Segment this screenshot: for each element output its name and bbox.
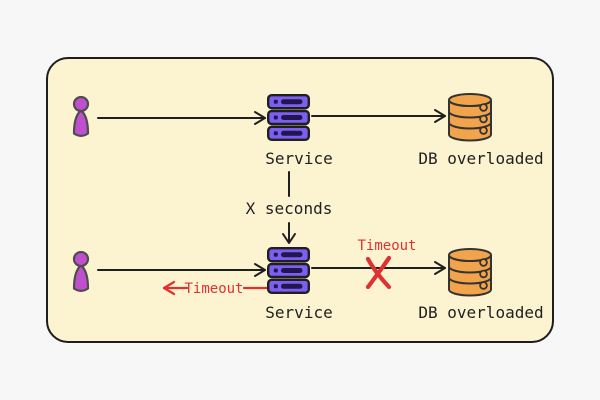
- service-label-top: Service: [265, 149, 332, 168]
- x-seconds-label: X seconds: [246, 199, 333, 218]
- user-icon-top: [72, 96, 90, 137]
- database-icon-bottom: [448, 248, 492, 297]
- service-db-arrowhead-bottom: [434, 261, 446, 275]
- database-icon-top: [448, 93, 492, 142]
- db-overloaded-label-top: DB overloaded: [418, 149, 543, 168]
- server-icon-top: [267, 94, 310, 141]
- service-db-arrowhead-top: [434, 109, 446, 123]
- timeout-blocked-label: Timeout: [357, 238, 416, 254]
- delay-arrowhead: [282, 233, 296, 244]
- failure-x-icon: [365, 255, 392, 290]
- timeout-return-label: Timeout: [184, 281, 243, 297]
- request-arrowhead-top: [254, 111, 266, 125]
- server-icon-bottom: [267, 247, 310, 294]
- request-arrowhead-bottom: [254, 263, 266, 277]
- service-label-bottom: Service: [265, 303, 332, 322]
- user-icon-bottom: [72, 251, 90, 292]
- db-overloaded-label-bottom: DB overloaded: [418, 303, 543, 322]
